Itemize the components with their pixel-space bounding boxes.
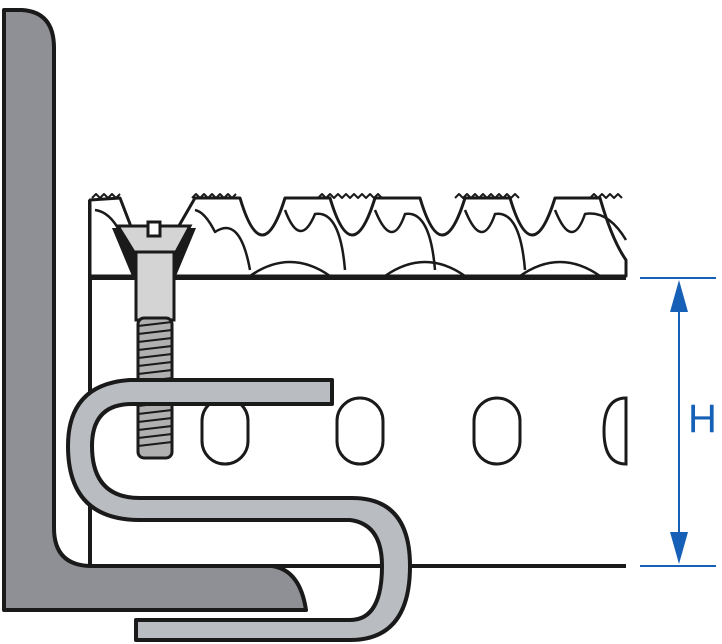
tread-base-arches [249,260,601,278]
dimension-h [640,277,716,567]
slot-hole-partial [602,396,628,466]
dimension-arrow-bottom [670,532,688,564]
slot-hole [472,396,522,466]
angle-bracket [2,8,308,612]
slot-hole [335,396,385,466]
slot-hole [200,396,250,466]
screw-slot [146,220,162,238]
dimension-label: H [688,397,717,441]
tread-outer-profile [88,196,628,278]
dimension-arrow-top [670,280,688,312]
tread-serrations [91,193,623,199]
screw-shank [134,250,176,322]
slotted-holes [200,396,628,466]
spring-clip [66,378,412,642]
tread-inner-profile [94,208,628,271]
corrugated-tread [88,193,628,278]
screw-head [115,224,193,254]
slotted-screw [115,220,193,460]
